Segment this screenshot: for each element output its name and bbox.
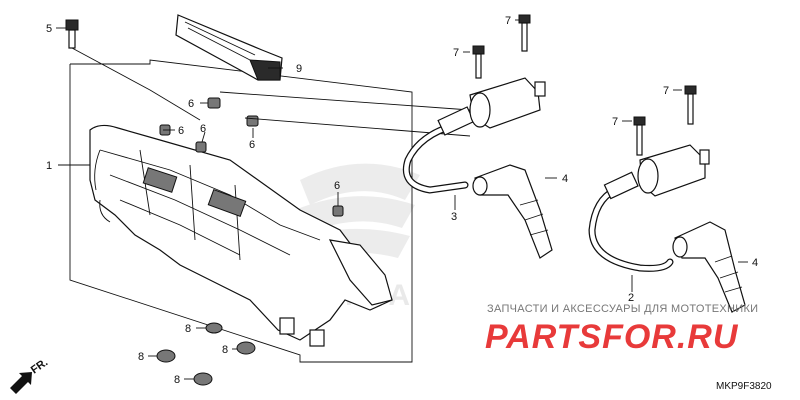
direction-label: FR. bbox=[29, 356, 50, 376]
bolts-part-7 bbox=[472, 14, 697, 156]
watermark-caption: ЗАПЧАСТИ И АКСЕССУАРЫ ДЛЯ МОТОТЕХНИКИ bbox=[487, 303, 759, 315]
callout-1: 1 bbox=[46, 160, 52, 172]
front-direction-arrow: FR. bbox=[10, 356, 50, 394]
callout-8b: 8 bbox=[138, 351, 144, 363]
bracket-part-1 bbox=[89, 124, 393, 347]
callout-7d: 7 bbox=[612, 116, 618, 128]
callout-4a: 4 bbox=[562, 173, 568, 185]
callout-6d: 6 bbox=[249, 139, 255, 151]
callout-3: 3 bbox=[451, 211, 457, 223]
watermark-brand-part2: FOR.RU bbox=[602, 318, 739, 356]
callout-4b: 4 bbox=[752, 257, 758, 269]
callout-8a: 8 bbox=[185, 323, 191, 335]
callout-5: 5 bbox=[46, 23, 52, 35]
callout-8c: 8 bbox=[222, 344, 228, 356]
callout-6c: 6 bbox=[200, 123, 206, 135]
callout-9: 9 bbox=[296, 63, 302, 75]
assembly-outline bbox=[69, 59, 413, 363]
callout-2: 2 bbox=[628, 292, 634, 304]
callout-6b: 6 bbox=[178, 125, 184, 137]
watermark-brand-part1: PARTS bbox=[485, 318, 603, 356]
callout-7c: 7 bbox=[663, 85, 669, 97]
callouts: 5 9 1 6 6 6 6 6 8 8 8 8 7 7 7 7 4 4 3 2 bbox=[46, 15, 758, 386]
cover-part-9 bbox=[175, 14, 283, 81]
callout-7b: 7 bbox=[505, 15, 511, 27]
callout-6e: 6 bbox=[334, 180, 340, 192]
ignition-coil-upper bbox=[402, 77, 546, 194]
callout-8d: 8 bbox=[174, 374, 180, 386]
ignition-coil-lower bbox=[588, 144, 710, 272]
watermark-brand: PARTSFOR.RU bbox=[485, 318, 738, 357]
callout-7a: 7 bbox=[453, 47, 459, 59]
callout-6a: 6 bbox=[188, 98, 194, 110]
nuts-part-8 bbox=[156, 322, 256, 386]
bolt-part-5 bbox=[65, 19, 79, 49]
plug-cap-upper bbox=[472, 164, 553, 259]
plug-cap-lower bbox=[672, 221, 746, 313]
diagram-code: MKP9F3820 bbox=[716, 381, 772, 392]
